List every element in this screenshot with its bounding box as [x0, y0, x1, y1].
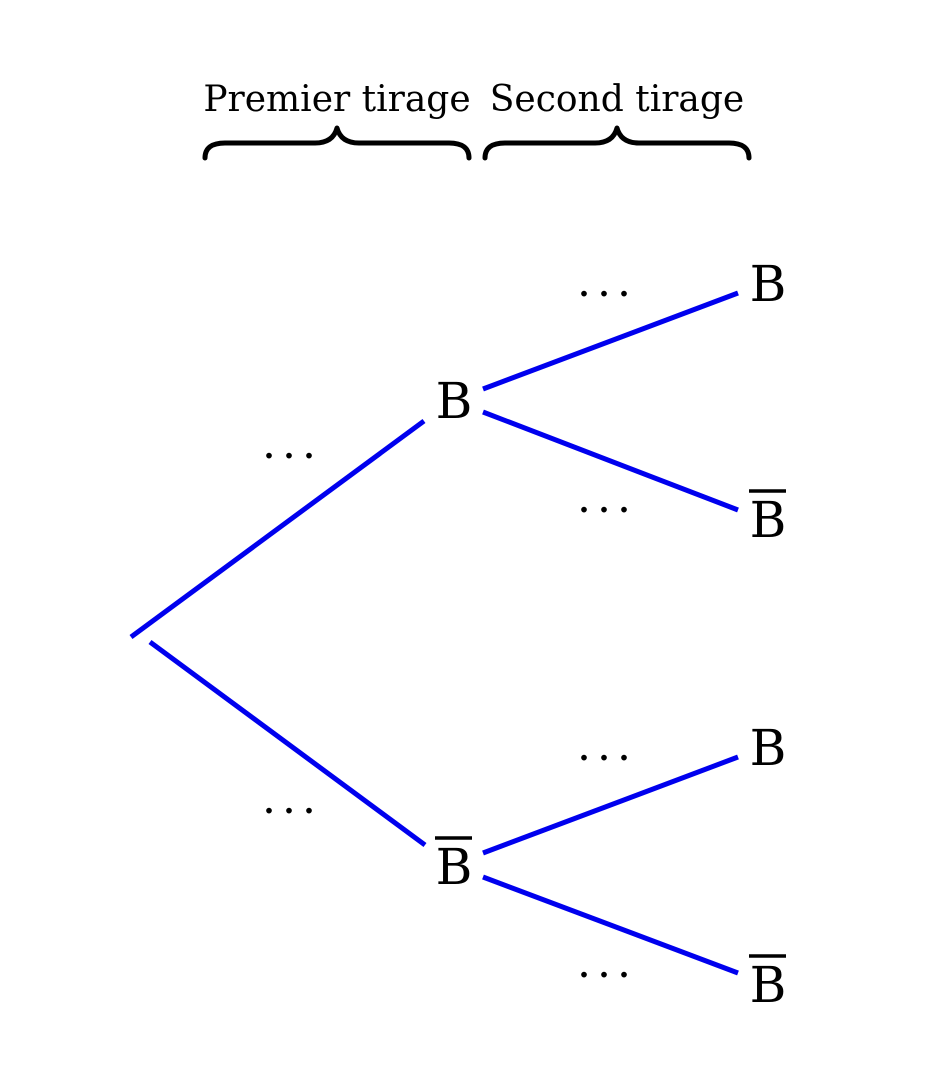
branch-root-to-b: [129, 418, 426, 640]
label-bbar-to-bbar: ...: [577, 937, 637, 988]
branch-bbar-to-b: [482, 754, 739, 856]
label-b-to-bbar: ...: [577, 472, 637, 523]
label-root-to-b: ...: [262, 418, 322, 469]
node-level1-bbar: B: [435, 836, 473, 896]
branch-bbar-to-bbar: [482, 874, 739, 976]
node-level2-bbar-2-letter: B: [750, 491, 787, 549]
branch-b-to-b: [482, 290, 739, 392]
node-level2-bbar-4: B: [749, 954, 787, 1014]
node-level2-b-1: B: [750, 255, 787, 313]
node-level1-b: B: [436, 372, 473, 430]
node-level2-b-3: B: [750, 719, 787, 777]
node-level2-bbar-2: B: [749, 489, 787, 549]
brace-second-draw: [482, 125, 752, 161]
header-second-draw: Second tirage: [490, 79, 744, 120]
label-b-to-b: ...: [577, 256, 637, 307]
header-first-draw: Premier tirage: [203, 79, 470, 120]
branch-b-to-bbar: [482, 409, 739, 513]
label-root-to-bbar: ...: [262, 773, 322, 824]
label-bbar-to-b: ...: [577, 720, 637, 771]
branch-root-to-bbar: [148, 639, 427, 848]
node-level1-bbar-letter: B: [436, 838, 473, 896]
node-level2-bbar-4-letter: B: [750, 956, 787, 1014]
brace-first-draw: [202, 125, 472, 161]
